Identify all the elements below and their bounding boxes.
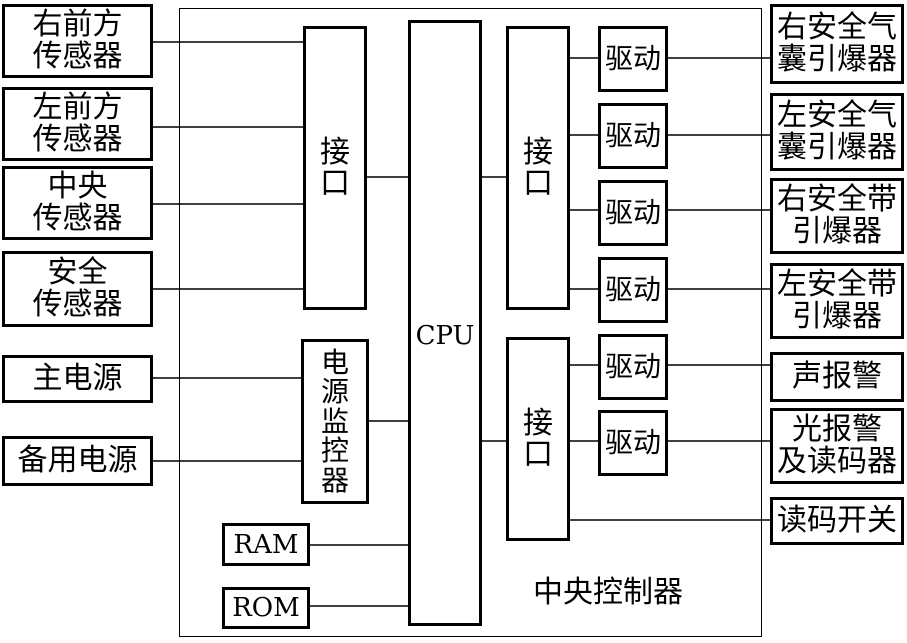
driver-5: 驱动 [598, 334, 668, 400]
right-interface-bottom: 接 口 [506, 337, 570, 541]
sound-alarm: 声报警 [770, 352, 904, 402]
backup-power: 备用电源 [2, 436, 153, 486]
driver-6-label: 驱动 [604, 425, 661, 459]
left-interface: 接 口 [303, 26, 367, 310]
right-airbag-igniter: 右安全气 囊引爆器 [770, 4, 904, 84]
main-power: 主电源 [2, 355, 153, 403]
driver-3-label: 驱动 [604, 195, 661, 229]
left-front-sensor: 左前方 传感器 [2, 87, 153, 161]
light-alarm-code-reader: 光报警 及读码器 [770, 408, 904, 484]
right-interface-top-label: 接 口 [523, 134, 553, 201]
controller-title: 中央控制器 [533, 575, 683, 610]
cpu: CPU [408, 20, 482, 626]
driver-1-label: 驱动 [604, 41, 661, 75]
ram-label: RAM [233, 529, 299, 560]
left-interface-label: 接 口 [320, 134, 350, 201]
rom-label: ROM [232, 593, 300, 623]
driver-2: 驱动 [598, 103, 668, 169]
power-monitor: 电 源 监 控 器 [301, 339, 369, 504]
safety-sensor: 安全 传感器 [2, 251, 153, 327]
driver-4: 驱动 [598, 257, 668, 323]
driver-6: 驱动 [598, 410, 668, 476]
left-seatbelt-igniter-label: 左安全带 引爆器 [777, 266, 897, 334]
power-monitor-label: 电 源 监 控 器 [320, 346, 349, 497]
ram: RAM [222, 523, 310, 566]
right-airbag-igniter-label: 右安全气 囊引爆器 [777, 9, 897, 77]
driver-3: 驱动 [598, 180, 668, 246]
safety-sensor-label: 安全 传感器 [32, 254, 123, 322]
center-sensor-label: 中央 传感器 [32, 168, 123, 236]
backup-power-label: 备用电源 [17, 442, 138, 478]
rom: ROM [222, 587, 310, 629]
right-seatbelt-igniter: 右安全带 引爆器 [770, 178, 904, 254]
driver-4-label: 驱动 [604, 272, 661, 306]
light-alarm-code-reader-label: 光报警 及读码器 [777, 411, 897, 479]
left-airbag-igniter: 左安全气 囊引爆器 [770, 93, 904, 171]
cpu-label: CPU [415, 321, 475, 351]
left-seatbelt-igniter: 左安全带 引爆器 [770, 263, 904, 339]
main-power-label: 主电源 [32, 360, 123, 396]
driver-5-label: 驱动 [604, 349, 661, 383]
code-read-switch: 读码开关 [770, 497, 904, 545]
driver-2-label: 驱动 [604, 118, 661, 152]
right-front-sensor-label: 右前方 传感器 [32, 6, 123, 74]
right-front-sensor: 右前方 传感器 [2, 4, 153, 78]
right-interface-bottom-label: 接 口 [523, 405, 553, 472]
code-read-switch-label: 读码开关 [777, 502, 897, 538]
left-airbag-igniter-label: 左安全气 囊引爆器 [777, 97, 897, 165]
right-seatbelt-igniter-label: 右安全带 引爆器 [777, 181, 897, 249]
driver-1: 驱动 [598, 26, 668, 92]
center-sensor: 中央 传感器 [2, 166, 153, 240]
sound-alarm-label: 声报警 [792, 358, 882, 394]
left-front-sensor-label: 左前方 传感器 [32, 89, 123, 157]
central-controller-frame [179, 8, 762, 637]
right-interface-top: 接 口 [506, 26, 570, 310]
